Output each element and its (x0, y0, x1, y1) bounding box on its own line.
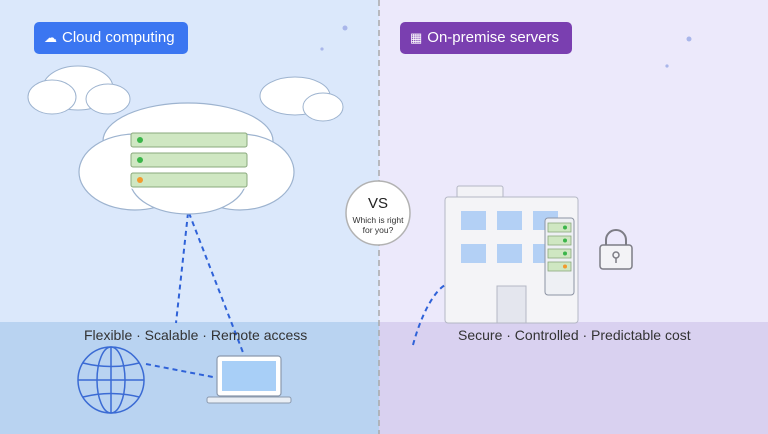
vs-badge: VS Which is right for you? (346, 182, 410, 246)
globe-icon (77, 346, 145, 414)
vs-title: VS (367, 195, 388, 212)
onpremise-bottom-band (379, 322, 768, 434)
cloud-computing-label: ☁ Cloud computing (34, 22, 188, 54)
onpremise-tagline: Secure · Controlled · Predictable cost (458, 327, 691, 343)
lock-icon (599, 229, 633, 270)
server-tower-icon (544, 217, 575, 296)
laptop-icon (206, 355, 292, 404)
on-premise-title: On-premise servers (427, 29, 559, 46)
cloud-computing-title: Cloud computing (62, 29, 175, 46)
sparkle-dots (320, 25, 692, 68)
cloud-tagline: Flexible · Scalable · Remote access (84, 327, 308, 343)
cloud-icon: ☁ (44, 30, 57, 45)
on-premise-label: ▦ On-premise servers (400, 22, 572, 54)
cloud-bottom-band (0, 322, 379, 434)
building-icon: ▦ (410, 30, 423, 45)
small-cloud-icon (259, 76, 344, 122)
vs-subtitle: Which is right for you? (352, 215, 404, 235)
small-cloud-icon (27, 65, 131, 115)
vs-circle (345, 180, 411, 246)
server-rack-icon (130, 132, 248, 188)
